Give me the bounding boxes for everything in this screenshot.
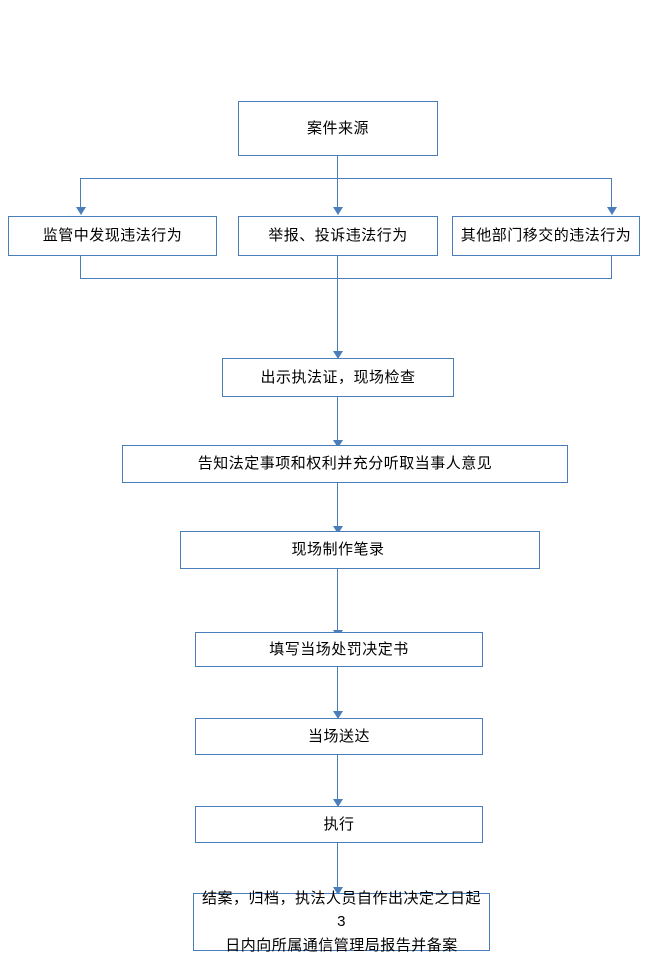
connector-rise-left xyxy=(80,256,81,279)
node-branch-report-label: 举报、投诉违法行为 xyxy=(268,227,408,245)
connector-deliver-to-execute xyxy=(337,755,338,805)
node-execute-label: 执行 xyxy=(323,815,355,833)
node-branch-supervision[interactable]: 监管中发现违法行为 xyxy=(8,216,217,256)
connector-record-to-decision xyxy=(337,569,338,631)
connector-execute-to-closing xyxy=(337,843,338,893)
connector-rise-right xyxy=(611,256,612,279)
arrowhead-to-inspect xyxy=(333,351,343,359)
node-inform-rights-label: 告知法定事项和权利并充分听取当事人意见 xyxy=(197,455,493,473)
node-write-decision[interactable]: 填写当场处罚决定书 xyxy=(195,632,483,667)
node-case-source-label: 案件来源 xyxy=(306,119,369,137)
connector-inspect-to-inform xyxy=(337,397,338,441)
node-make-record[interactable]: 现场制作笔录 xyxy=(180,531,540,569)
node-case-closing[interactable]: 结案，归档，执法人员自作出决定之日起 3 日内向所属通信管理局报告并备案 xyxy=(193,890,490,954)
node-deliver-onsite[interactable]: 当场送达 xyxy=(195,718,483,755)
connector-merge-bar xyxy=(80,278,612,279)
connector-source-stem xyxy=(337,156,338,178)
node-branch-supervision-label: 监管中发现违法行为 xyxy=(42,227,183,245)
node-deliver-onsite-label: 当场送达 xyxy=(307,727,370,745)
node-inform-rights[interactable]: 告知法定事项和权利并充分听取当事人意见 xyxy=(122,445,568,483)
node-onsite-inspection[interactable]: 出示执法证，现场检查 xyxy=(222,358,454,397)
node-execute[interactable]: 执行 xyxy=(195,806,483,843)
arrowhead-to-execute xyxy=(333,799,343,807)
arrowhead-to-report xyxy=(333,207,343,215)
node-write-decision-label: 填写当场处罚决定书 xyxy=(269,640,409,658)
arrowhead-to-deliver xyxy=(333,711,343,719)
arrowhead-to-inform xyxy=(333,440,343,448)
arrowhead-to-supervision xyxy=(76,207,86,215)
node-onsite-inspection-label: 出示执法证，现场检查 xyxy=(260,368,416,386)
arrowhead-to-closing xyxy=(333,887,343,895)
connector-drop-middle xyxy=(337,178,338,208)
connector-merge-stem xyxy=(337,256,338,352)
node-branch-transfer[interactable]: 其他部门移交的违法行为 xyxy=(452,216,640,256)
node-case-source[interactable]: 案件来源 xyxy=(238,101,438,156)
connector-drop-right xyxy=(611,178,612,208)
node-make-record-label: 现场制作笔录 xyxy=(291,541,385,559)
connector-inform-to-record xyxy=(337,483,338,527)
node-branch-transfer-label: 其他部门移交的违法行为 xyxy=(460,227,632,245)
connector-drop-left xyxy=(80,178,81,208)
arrowhead-to-record xyxy=(333,526,343,534)
arrowhead-to-transfer xyxy=(607,207,617,215)
node-case-closing-label: 结案，归档，执法人员自作出决定之日起 3 日内向所属通信管理局报告并备案 xyxy=(201,890,481,954)
node-branch-report[interactable]: 举报、投诉违法行为 xyxy=(238,216,438,256)
connector-distribution-bar xyxy=(80,178,612,179)
connector-decision-to-deliver xyxy=(337,667,338,717)
